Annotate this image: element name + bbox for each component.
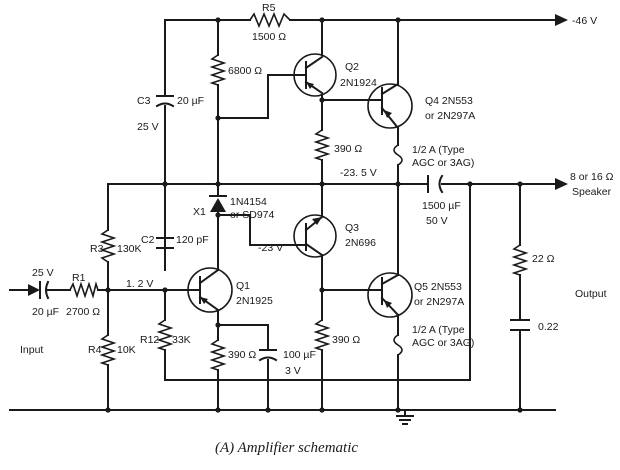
r1-label: R1	[72, 272, 86, 284]
q1-type: 2N1925	[236, 295, 273, 307]
resistor-390-q1	[209, 339, 227, 371]
q1-label: Q1	[236, 280, 250, 292]
mid-voltage: -23. 5 V	[340, 167, 377, 179]
transistor-q4	[367, 82, 413, 130]
q3-base-voltage: -23 V	[258, 242, 283, 254]
diode-alt: or SD974	[230, 209, 275, 221]
r390-q5-value: 390 Ω	[332, 334, 360, 346]
junction-dots	[105, 17, 523, 413]
q3-type: 2N696	[345, 237, 376, 249]
resistor-r3	[99, 229, 117, 263]
c-out-value: 1500 µF	[422, 200, 461, 212]
fuse1-line1: 1/2 A (Type	[412, 144, 465, 156]
fuse-2	[393, 334, 403, 356]
resistor-22	[511, 244, 529, 276]
r22-value: 22 Ω	[532, 253, 555, 265]
ground-icon	[396, 409, 414, 425]
resistor-r12	[156, 319, 174, 351]
r4-value: 10K	[117, 344, 136, 356]
resistor-6800	[209, 54, 227, 86]
c3-voltage: 25 V	[137, 121, 159, 133]
c3-value: 20 µF	[177, 95, 204, 107]
input-label: Input	[20, 344, 43, 356]
diode-x1	[209, 195, 227, 212]
fuse2-line2: AGC or 3AG)	[412, 337, 474, 349]
c-out-voltage: 50 V	[426, 215, 448, 227]
diode-type: 1N4154	[230, 196, 267, 208]
r390-q2-value: 390 Ω	[334, 143, 362, 155]
transistor-q3	[293, 214, 337, 258]
q4-label: Q4 2N553	[425, 95, 473, 107]
x1-label: X1	[193, 206, 206, 218]
q5-alt: or 2N297A	[414, 296, 464, 308]
r390-q1-value: 390 Ω	[228, 349, 256, 361]
q4-alt: or 2N297A	[425, 110, 475, 122]
supply-label: -46 V	[572, 15, 597, 27]
r6800-value: 6800 Ω	[228, 65, 262, 77]
resistor-390-q5	[313, 319, 331, 351]
capacitor-emitter	[258, 349, 278, 362]
c-emit-voltage: 3 V	[285, 365, 301, 377]
q1-base-voltage: 1. 2 V	[126, 278, 153, 290]
c2-label: C2	[141, 234, 155, 246]
speaker-impedance: 8 or 16 Ω	[570, 171, 614, 183]
arrow-heads	[9, 14, 568, 296]
fuse1-line2: AGC or 3AG)	[412, 157, 474, 169]
r12-value: 33K	[172, 334, 191, 346]
c3-label: C3	[137, 95, 151, 107]
capacitor-zobel	[510, 319, 530, 331]
fuse-1	[393, 144, 403, 166]
resistor-390-q2	[313, 129, 331, 161]
q2-label: Q2	[345, 61, 359, 73]
input-cap-value: 20 µF	[32, 306, 59, 318]
r5-label: R5	[262, 2, 276, 14]
capacitor-c3	[155, 95, 175, 108]
q3-label: Q3	[345, 222, 359, 234]
q2-type: 2N1924	[340, 77, 377, 89]
speaker-label: Speaker	[572, 186, 612, 198]
fuse2-line1: 1/2 A (Type	[412, 324, 465, 336]
r1-value: 2700 Ω	[66, 306, 100, 318]
diagram-caption: (A) Amplifier schematic	[215, 440, 358, 456]
r12-label: R12	[140, 334, 159, 346]
capacitor-output	[427, 174, 444, 194]
input-cap-voltage: 25 V	[32, 267, 54, 279]
r3-value: 130K	[117, 243, 142, 255]
r5-value: 1500 Ω	[252, 31, 286, 43]
output-label: Output	[575, 288, 607, 300]
c-zobel-value: 0.22	[538, 321, 559, 333]
r4-label: R4	[88, 344, 102, 356]
transistor-q2	[293, 53, 337, 97]
capacitor-input	[39, 280, 61, 300]
capacitor-c2	[156, 237, 174, 249]
q5-label: Q5 2N553	[414, 281, 462, 293]
resistor-r1	[69, 281, 99, 299]
c2-value: 120 pF	[176, 234, 209, 246]
transistor-q5	[367, 272, 413, 318]
resistor-r5	[249, 11, 291, 29]
transistor-q1	[187, 267, 233, 313]
resistor-r4	[99, 334, 117, 366]
c-emit-value: 100 µF	[283, 349, 316, 361]
wiring	[9, 19, 556, 411]
r3-label: R3	[90, 243, 104, 255]
